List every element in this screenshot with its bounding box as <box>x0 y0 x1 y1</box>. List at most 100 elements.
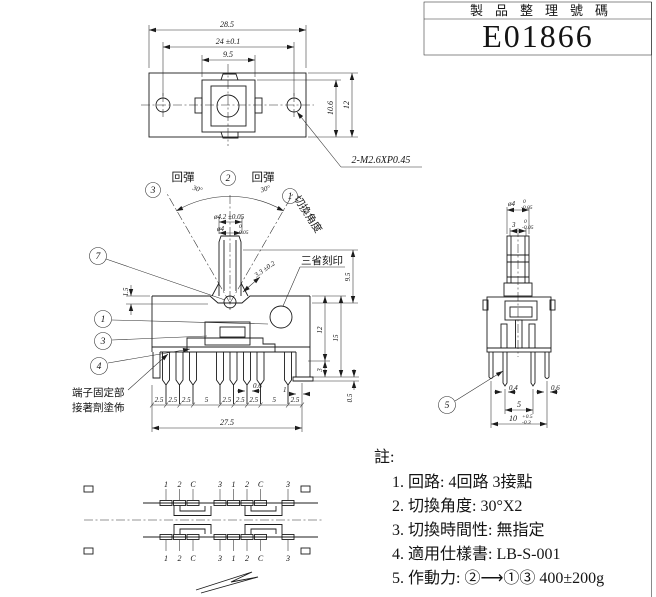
dim-0-5-front: 0.5 <box>313 369 359 402</box>
title-block-label: 製品整理號碼 <box>470 3 620 18</box>
svg-text:1: 1 <box>164 554 168 563</box>
dim-arrowhead <box>338 370 344 377</box>
knob-tab-right <box>254 97 263 114</box>
drawing-number: E01866 <box>482 18 594 54</box>
dim-arrowhead <box>182 348 190 353</box>
svg-text:0.4: 0.4 <box>509 384 518 392</box>
dim-arrowhead <box>508 389 515 395</box>
svg-text:0: 0 <box>524 219 527 225</box>
svg-text:3: 3 <box>511 221 516 229</box>
dim-arrowhead <box>152 425 159 431</box>
corner-pad <box>300 547 311 555</box>
svg-text:2: 2 <box>178 480 182 489</box>
svg-text:27.5: 27.5 <box>220 418 234 427</box>
knob-housing-outline <box>201 79 256 133</box>
svg-text:4: 4 <box>97 362 102 372</box>
svg-text:2: 2 <box>245 554 249 563</box>
title-block-box <box>423 1 652 56</box>
dim-arrowhead <box>176 206 184 211</box>
note-item: 3. 切換時間性: 無指定 <box>392 521 544 539</box>
dim-12-top: 12 <box>308 72 358 137</box>
svg-text:2.5: 2.5 <box>222 396 231 404</box>
side-ear-left <box>482 299 489 311</box>
dim-arrowhead <box>128 304 134 311</box>
svg-text:5: 5 <box>205 396 209 404</box>
title-block: 製品整理號碼 E01866 <box>423 1 652 597</box>
side-inner-pin-center <box>515 319 523 349</box>
svg-text:ø4.2 ±0.05: ø4.2 ±0.05 <box>213 213 245 221</box>
notes-header: 註: <box>374 448 394 466</box>
shaft-flare-left <box>211 282 220 297</box>
dim-9-5-top: 9.5 <box>201 50 256 77</box>
svg-text:C: C <box>258 554 264 563</box>
svg-text:接著劑塗佈: 接著劑塗佈 <box>72 401 125 414</box>
dim-arrowhead <box>303 391 310 397</box>
svg-text:-0.05: -0.05 <box>521 205 533 211</box>
dim-0-4-side: 0.4 <box>494 384 518 395</box>
dim-text: 9.5 <box>223 50 233 59</box>
svg-text:ø4: ø4 <box>216 225 225 233</box>
svg-text:3.3 ±0.2: 3.3 ±0.2 <box>252 259 277 280</box>
svg-text:3: 3 <box>285 480 290 489</box>
pitch-chain: 2.5 2.5 2.5 5 2.5 2.5 2.5 5 2.5 <box>149 383 305 410</box>
dim-0-6-side: 0.6 <box>536 384 560 395</box>
svg-text:-0.3: -0.3 <box>522 420 531 426</box>
dim-arrowhead <box>351 370 357 377</box>
dim-arrowhead <box>322 354 328 361</box>
engrave-callout: 三省刻印 <box>282 254 345 307</box>
callout-2: 2 <box>220 170 236 186</box>
svg-text:+0.5: +0.5 <box>522 414 533 420</box>
dim-arrowhead <box>505 407 512 413</box>
svg-text:0.5: 0.5 <box>346 393 354 402</box>
dim-arrowhead <box>322 296 328 303</box>
svg-text:端子固定部: 端子固定部 <box>72 386 125 399</box>
dim-arrowhead <box>540 421 547 427</box>
dim-text: 28.5 <box>220 20 234 29</box>
rebound-label-left: 回彈 <box>172 171 195 184</box>
left-leg <box>152 352 161 379</box>
break-arrow-symbol <box>195 571 259 594</box>
dim-10-6: 10.6 <box>257 79 358 138</box>
dim-3-front: 3 <box>313 361 359 378</box>
dim-arrowhead <box>510 228 517 234</box>
svg-text:2.5: 2.5 <box>168 396 177 404</box>
svg-text:三省刻印: 三省刻印 <box>301 254 343 267</box>
dim-arrowhead <box>349 130 355 137</box>
svg-text:5: 5 <box>272 396 276 404</box>
side-inner-detail2 <box>509 306 533 318</box>
dim-arrowhead <box>491 421 498 427</box>
side-shaft <box>506 235 530 284</box>
dim-text: 24 ±0.1 <box>216 37 240 46</box>
thread-callout: 2-M2.6XP0.45 <box>296 111 422 168</box>
dim-arrowhead <box>234 230 241 236</box>
terminal-note: 端子固定部 接著劑塗佈 <box>72 353 169 414</box>
svg-text:0: 0 <box>523 199 526 205</box>
side-inner-pin-left <box>500 323 508 349</box>
switch-angle-label: 切換角度 <box>291 193 325 236</box>
svg-text:9.5: 9.5 <box>344 272 352 281</box>
dim-text: 10.6 <box>326 101 335 115</box>
svg-text:1: 1 <box>288 192 293 202</box>
shaft-outline <box>218 235 242 296</box>
dim-arrowhead <box>248 57 255 63</box>
rebound-label-right: 回彈 <box>252 171 275 184</box>
corner-pad <box>300 485 311 493</box>
callout-5: 5 <box>438 370 504 414</box>
dim-arrowhead <box>219 230 226 236</box>
svg-text:2: 2 <box>245 480 249 489</box>
dim-1-5: 1.5 <box>122 285 208 315</box>
radial-right <box>229 191 295 304</box>
dim-arrowhead <box>276 206 284 211</box>
callout-1: 1 <box>94 310 269 328</box>
side-ear-right <box>549 299 556 311</box>
svg-text:C: C <box>190 480 196 489</box>
dim-arrowhead <box>333 80 339 87</box>
terminal-labels-top: 1 2 C 3 1 2 C 3 <box>164 480 290 489</box>
terminal-labels-bottom: 1 2 C 3 1 2 C 3 <box>164 554 290 563</box>
svg-text:2.5: 2.5 <box>249 396 258 404</box>
svg-text:5: 5 <box>445 401 450 411</box>
dim-arrowhead <box>349 73 355 80</box>
dim-arrowhead <box>322 361 328 368</box>
svg-text:1.5: 1.5 <box>122 287 130 296</box>
dim-9-5-front: 9.5 <box>243 249 358 304</box>
